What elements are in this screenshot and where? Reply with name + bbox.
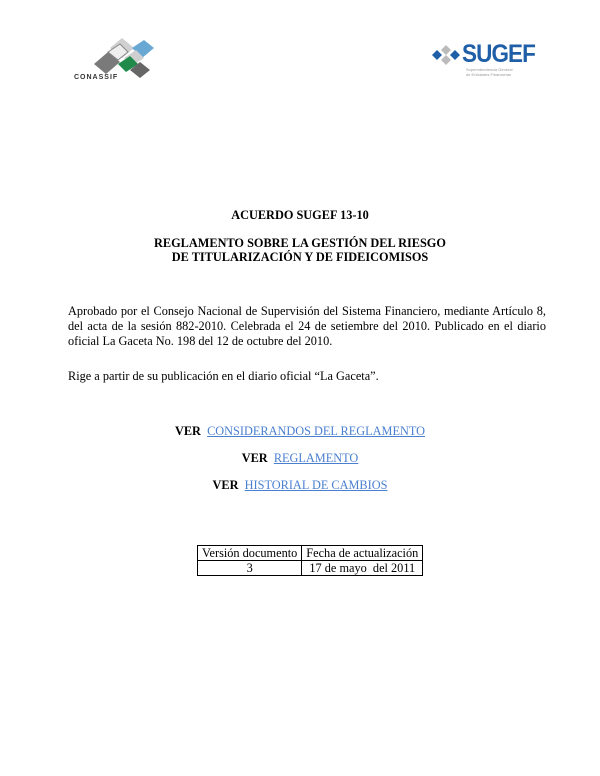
ver-label: VER [212, 478, 239, 492]
table-row: 3 17 de mayo del 2011 [196, 560, 424, 576]
approval-paragraph: Aprobado por el Consejo Nacional de Supe… [68, 304, 546, 348]
link-line-historial: VER HISTORIAL DE CAMBIOS [0, 478, 600, 493]
table-header: Versión documento [196, 545, 303, 561]
considerandos-link[interactable]: CONSIDERANDOS DEL REGLAMENTO [207, 424, 426, 438]
ver-label: VER [174, 424, 201, 438]
ver-label: VER [241, 451, 268, 465]
conassif-logo: CONASSIF [72, 36, 162, 86]
table-header-row: Versión documento Fecha de actualización [196, 545, 424, 561]
table-cell: 3 [196, 560, 303, 576]
heading: ACUERDO SUGEF 13-10 [231, 208, 369, 222]
historial-link[interactable]: HISTORIAL DE CAMBIOS [244, 478, 388, 492]
validity-paragraph: Rige a partir de su publicación en el di… [68, 369, 379, 383]
link-line-reglamento: VER REGLAMENTO [0, 451, 600, 466]
table-cell: 17 de mayo del 2011 [301, 560, 424, 576]
reglamento-link[interactable]: REGLAMENTO [273, 451, 359, 465]
title-line-2: DE TITULARIZACIÓN Y DE FIDEICOMISOS [171, 250, 429, 264]
conassif-wordmark: CONASSIF [74, 74, 119, 81]
table-header: Fecha de actualización [301, 545, 424, 561]
link-line-considerandos: VER CONSIDERANDOS DEL REGLAMENTO [0, 424, 600, 439]
title-line-1: REGLAMENTO SOBRE LA GESTIÓN DEL RIESGO [154, 236, 446, 250]
sugef-wordmark: SUGEF [462, 40, 536, 68]
version-table: Versión documento Fecha de actualización… [196, 545, 424, 576]
